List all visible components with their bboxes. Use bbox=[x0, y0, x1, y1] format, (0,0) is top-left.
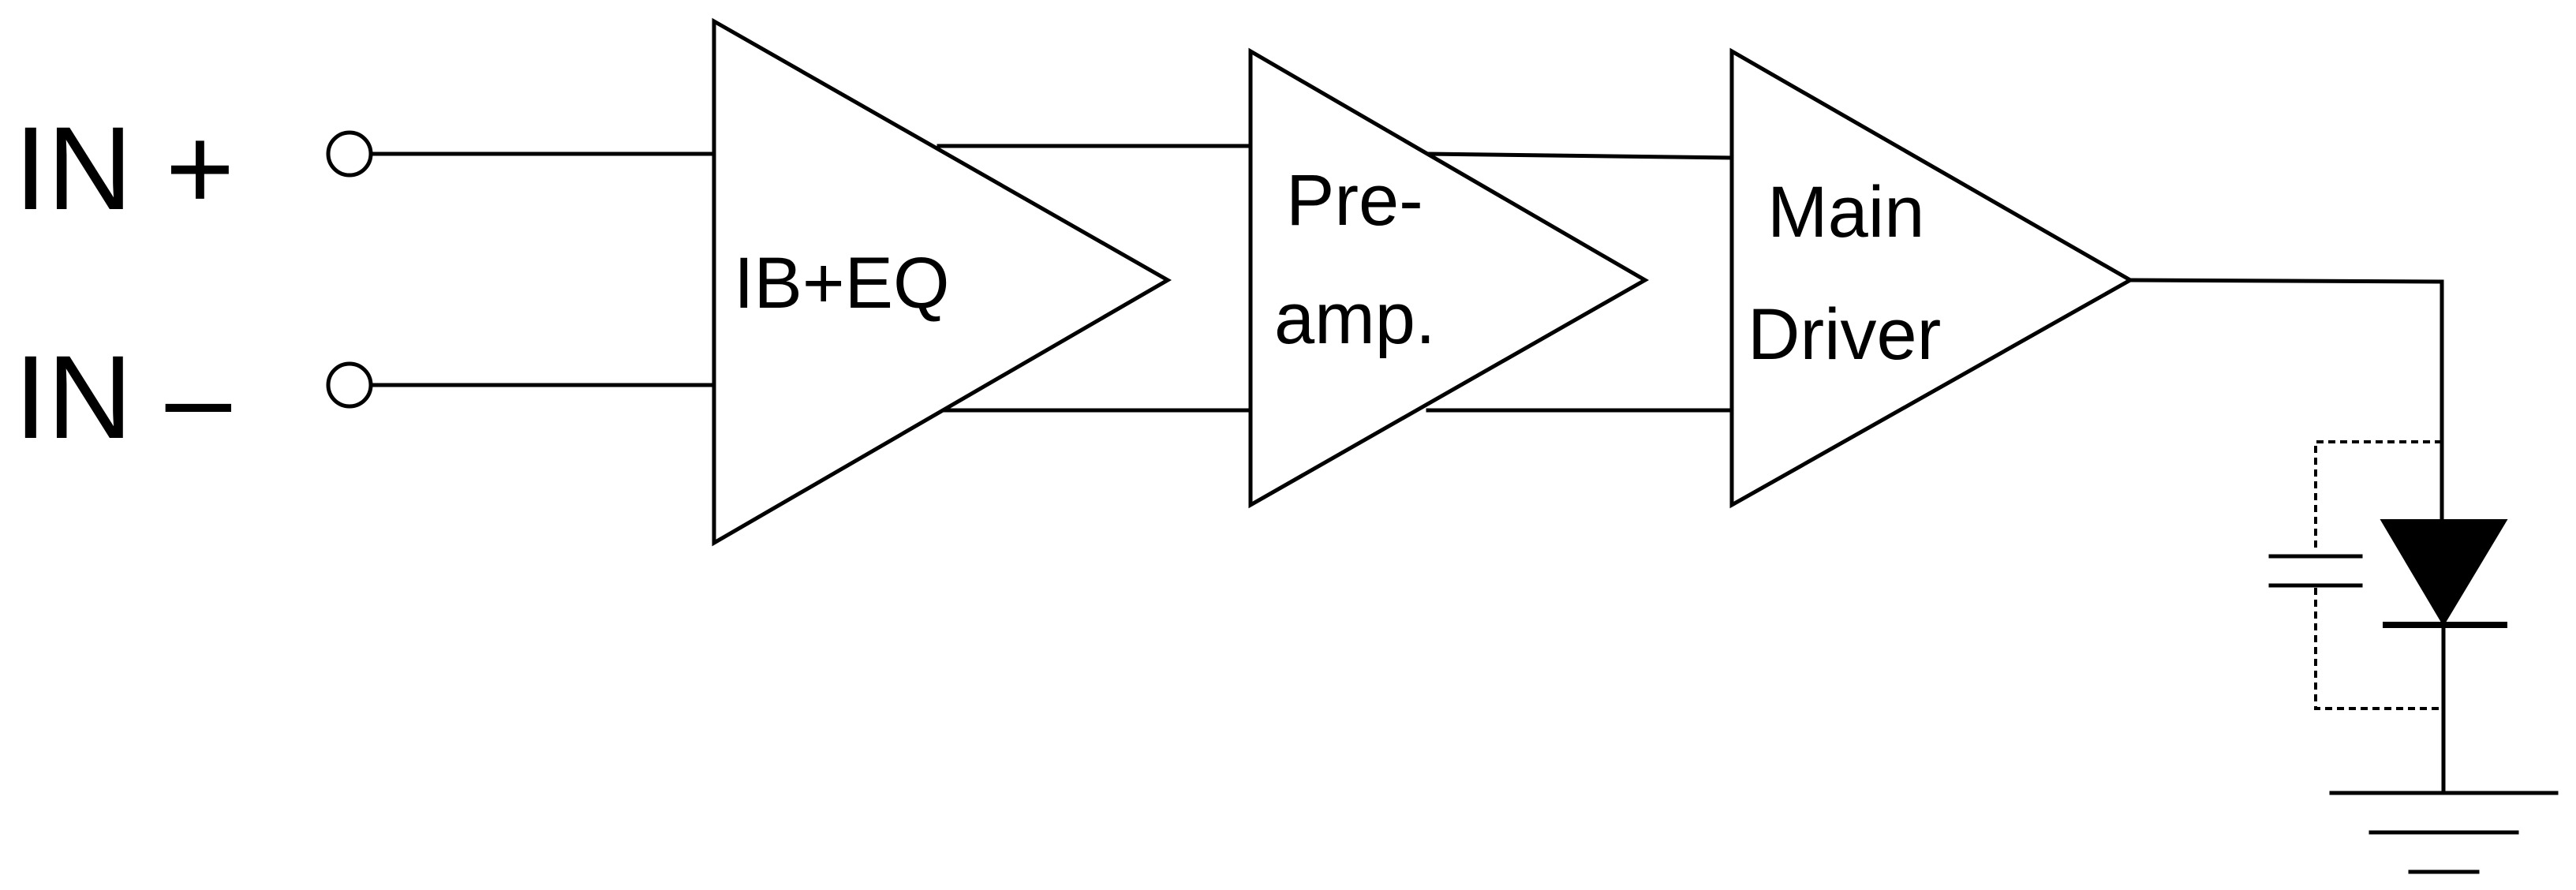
ib-eq-label: IB+EQ bbox=[734, 243, 950, 323]
preamp-amplifier bbox=[1248, 47, 1650, 509]
main-driver-label-line2: Driver bbox=[1748, 294, 1941, 375]
output-wire bbox=[2128, 278, 2444, 523]
main-driver-label-line1: Main bbox=[1767, 172, 1924, 252]
stage2-to-stage3-top-wire bbox=[1426, 151, 1734, 160]
ground-icon bbox=[2329, 791, 2559, 874]
in-plus-terminal bbox=[326, 130, 373, 178]
preamp-label-line2: amp. bbox=[1274, 279, 1436, 359]
diode-icon bbox=[2380, 519, 2508, 626]
in-plus-label: IN + bbox=[14, 102, 234, 234]
parasitic-cap-top-lead bbox=[2314, 440, 2442, 552]
main-driver-amplifier bbox=[1729, 47, 2135, 509]
preamp-label-line1: Pre- bbox=[1286, 160, 1423, 241]
in-minus-label: IN – bbox=[14, 331, 232, 463]
ib-eq-amplifier bbox=[712, 17, 1172, 547]
in-minus-terminal bbox=[326, 361, 373, 409]
parasitic-cap-bottom-lead bbox=[2314, 588, 2442, 710]
